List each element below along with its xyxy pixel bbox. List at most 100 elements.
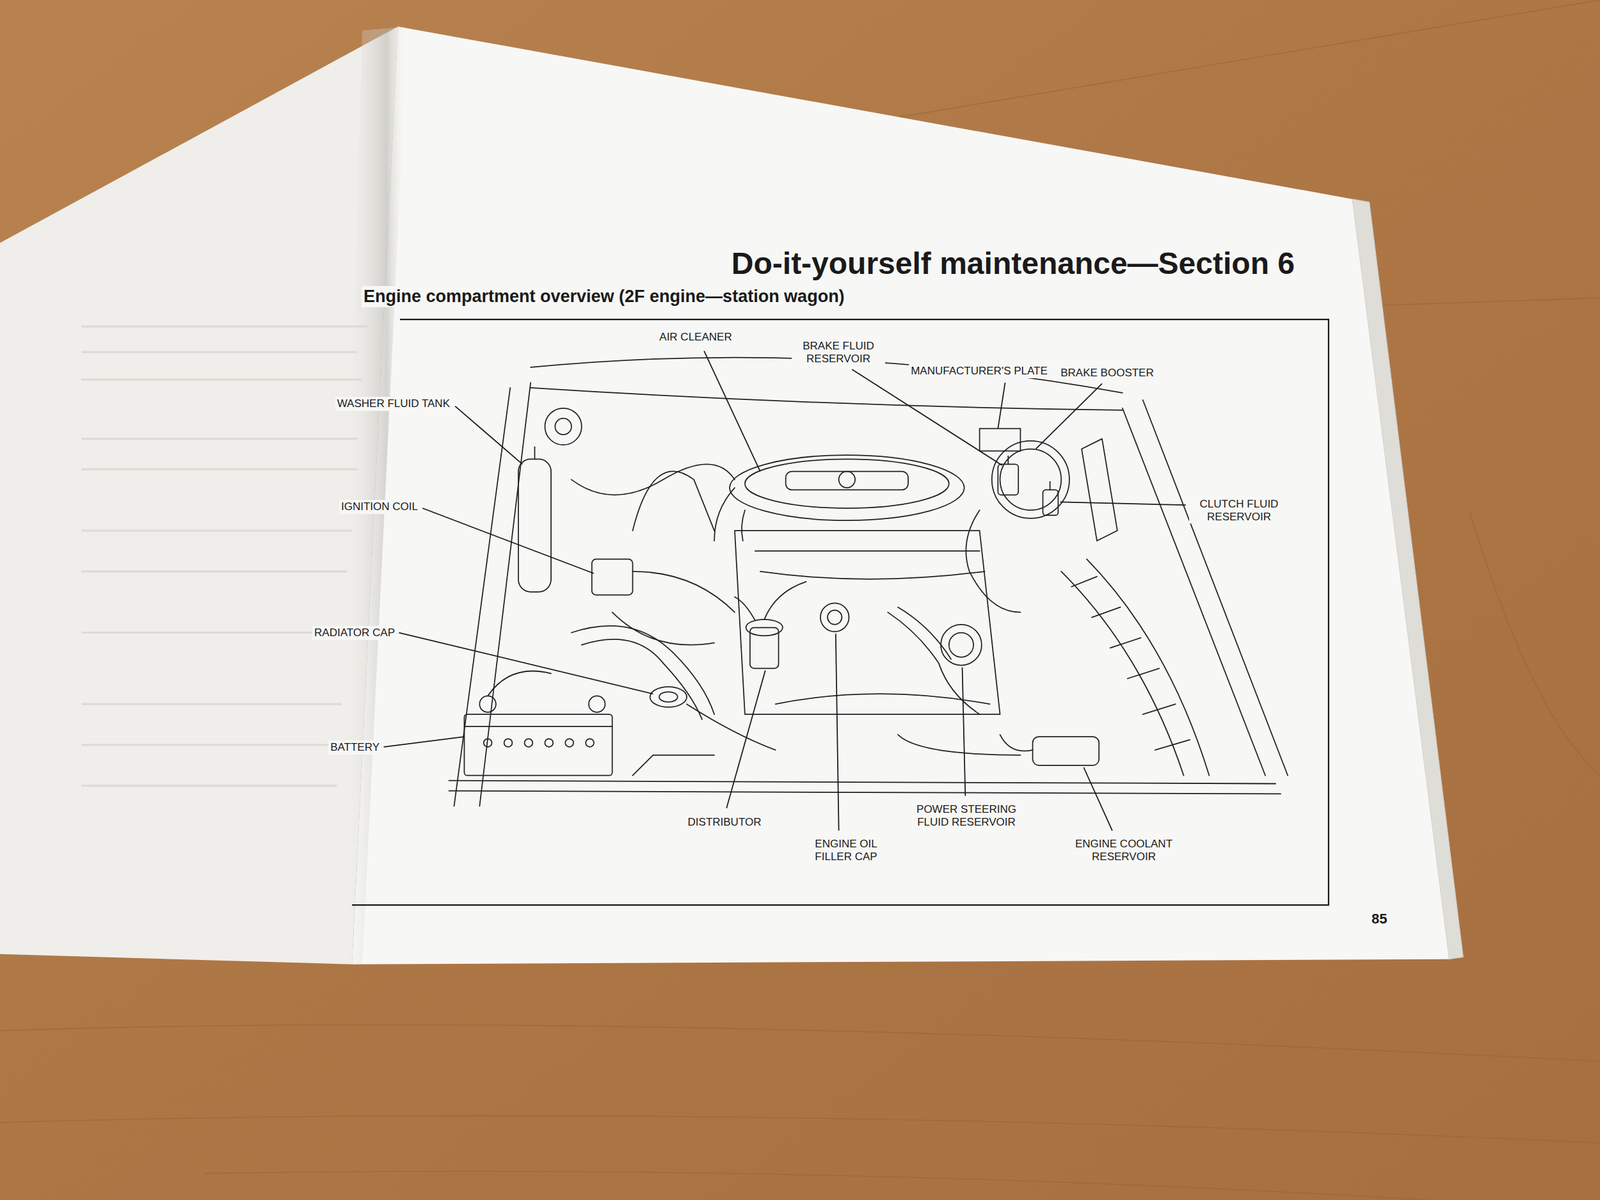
engine-bay-drawing <box>949 632 974 658</box>
engine-bay-drawing <box>1049 481 1051 491</box>
battery-cable <box>487 671 552 697</box>
show-through-lines <box>81 529 353 532</box>
right-page <box>352 26 1449 964</box>
engine-bay-drawing <box>1127 668 1160 679</box>
engine-bay-drawing <box>504 738 513 747</box>
wood-grain <box>1357 298 1600 307</box>
engine-bay-drawing <box>1000 449 1062 511</box>
air-cleaner-nut <box>785 471 909 491</box>
firewall <box>530 387 1123 411</box>
part-label: WASHER FLUID TANK <box>335 396 452 411</box>
show-through-lines <box>81 631 348 634</box>
washer-tank <box>518 458 552 592</box>
left-fender <box>479 382 531 807</box>
show-through-lines <box>81 468 358 471</box>
part-label: CLUTCH FLUID RESERVOIR <box>1189 497 1289 524</box>
diagram-frame <box>352 319 1329 905</box>
gutter-shadow <box>336 26 409 964</box>
wire <box>612 612 715 646</box>
snorkel <box>714 487 735 541</box>
engine-bay-drawing <box>744 458 950 509</box>
wood-grain <box>1469 510 1600 776</box>
engine-bay-drawing <box>1086 559 1209 776</box>
engine-bay-drawing <box>544 738 553 747</box>
engine-bay-drawing <box>1110 638 1142 649</box>
right-fender <box>1122 408 1266 776</box>
engine-bay-drawing <box>741 510 745 541</box>
part-label: DISTRIBUTOR <box>686 815 764 830</box>
engine-bay-drawing <box>565 738 574 747</box>
battery-terminal <box>588 695 606 713</box>
show-through-lines <box>81 703 343 706</box>
leader-lines <box>383 350 1186 831</box>
leader-line <box>851 369 1002 466</box>
part-label: RADIATOR CAP <box>312 625 397 640</box>
engine-bay-drawing <box>764 581 806 620</box>
engine-bay-drawing <box>1155 739 1190 751</box>
hose <box>632 471 715 531</box>
leader-line <box>1083 767 1113 831</box>
battery-terminal <box>479 695 496 713</box>
leader-line <box>398 632 653 695</box>
engine-bay-drawing <box>1091 607 1121 618</box>
wood-grain <box>0 1115 1600 1144</box>
show-through-lines <box>81 350 358 353</box>
show-through-lines <box>81 325 368 328</box>
engine-bay-drawing <box>827 609 842 624</box>
show-through-lines <box>81 437 358 440</box>
engine-bay-drawing <box>659 691 678 703</box>
section-subtitle: Engine compartment overview (2F engine—s… <box>361 286 847 308</box>
engine-bay-drawing <box>524 738 534 747</box>
leader-line <box>962 667 966 797</box>
leader-line <box>704 350 761 472</box>
brake-fluid-reservoir <box>997 464 1019 495</box>
hose <box>581 639 703 720</box>
horn-center <box>554 418 572 436</box>
leader-line <box>997 382 1005 429</box>
page-heading: Do-it-yourself maintenance—Section 6 <box>729 245 1297 282</box>
part-label: AIR CLEANER <box>657 330 734 345</box>
hose <box>897 734 1021 756</box>
page-number: 85 <box>1369 910 1389 928</box>
brake-booster <box>992 440 1070 519</box>
part-label: BATTERY <box>328 740 382 755</box>
battery <box>464 714 612 776</box>
battery-lid <box>464 725 612 728</box>
engine-bay-drawing <box>1007 456 1009 465</box>
engine-bay-drawing <box>1000 734 1033 752</box>
engine-bay-drawing <box>755 550 980 552</box>
radiator-cap <box>650 686 687 708</box>
engine-bay-drawing <box>632 755 715 776</box>
washer-cap <box>534 446 536 459</box>
front-member <box>449 780 1276 784</box>
part-label: BRAKE BOOSTER <box>1058 366 1156 381</box>
coolant-reservoir <box>1032 736 1100 766</box>
leader-line <box>835 633 840 831</box>
right-fender-edge <box>1143 400 1288 776</box>
leader-line <box>422 508 594 574</box>
ps-reservoir <box>940 624 982 666</box>
leader-line <box>1060 501 1186 505</box>
oil-cap <box>820 602 850 632</box>
coil-wire <box>632 571 735 613</box>
part-label: BRAKE FLUID RESERVOIR <box>791 339 886 366</box>
engine-bay-drawing <box>839 471 856 489</box>
left-page <box>0 26 399 964</box>
engine-bay-drawing <box>585 738 594 747</box>
engine-bay-drawing <box>897 607 952 660</box>
air-cleaner <box>729 455 965 521</box>
engine-bay-drawing <box>746 619 783 637</box>
show-through-lines <box>81 743 338 746</box>
brake-line <box>965 510 1021 612</box>
engine-bay-drawing <box>734 597 756 621</box>
manufacturers-plate <box>979 428 1021 452</box>
engine-bay-drawing <box>449 357 1289 807</box>
left-fender-edge <box>454 387 511 807</box>
wire <box>571 464 735 495</box>
part-label: ENGINE OIL FILLER CAP <box>796 837 896 864</box>
part-label: IGNITION COIL <box>339 499 420 514</box>
show-through-lines <box>81 326 368 786</box>
